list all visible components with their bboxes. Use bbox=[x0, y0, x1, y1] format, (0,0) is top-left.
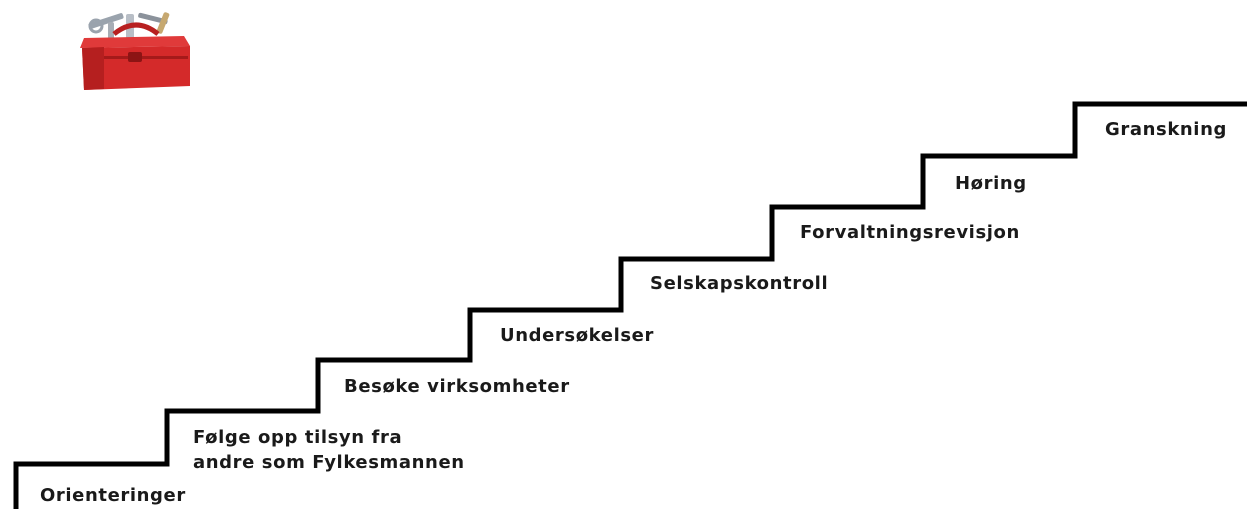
step-label-horing: Høring bbox=[955, 171, 1027, 196]
step-label-selskapskontroll: Selskapskontroll bbox=[650, 271, 828, 296]
step-label-line: Selskapskontroll bbox=[650, 273, 829, 294]
staircase-line bbox=[13, 101, 1247, 509]
step-label-line: Undersøkelser bbox=[500, 325, 654, 346]
step-label-line: andre som Fylkesmannen bbox=[193, 452, 465, 473]
step-label-line: Følge opp tilsyn fra bbox=[193, 427, 403, 448]
step-label-line: Forvaltningsrevisjon bbox=[800, 222, 1020, 243]
step-label-line: Granskning bbox=[1105, 119, 1227, 140]
step-label-forvaltningsrevisjon: Forvaltningsrevisjon bbox=[800, 220, 1020, 245]
step-label-granskning: Granskning bbox=[1105, 117, 1227, 142]
step-label-line: Orienteringer bbox=[40, 485, 186, 506]
toolbox-icon bbox=[80, 12, 190, 90]
step-label-folge-opp-tilsyn: Følge opp tilsyn fra andre som Fylkesman… bbox=[193, 425, 465, 475]
step-label-undersokelser: Undersøkelser bbox=[500, 323, 654, 348]
step-label-besoke-virksomheter: Besøke virksomheter bbox=[344, 374, 570, 399]
step-label-orienteringer: Orienteringer bbox=[40, 483, 186, 508]
step-label-line: Høring bbox=[955, 173, 1027, 194]
step-label-line: Besøke virksomheter bbox=[344, 376, 570, 397]
